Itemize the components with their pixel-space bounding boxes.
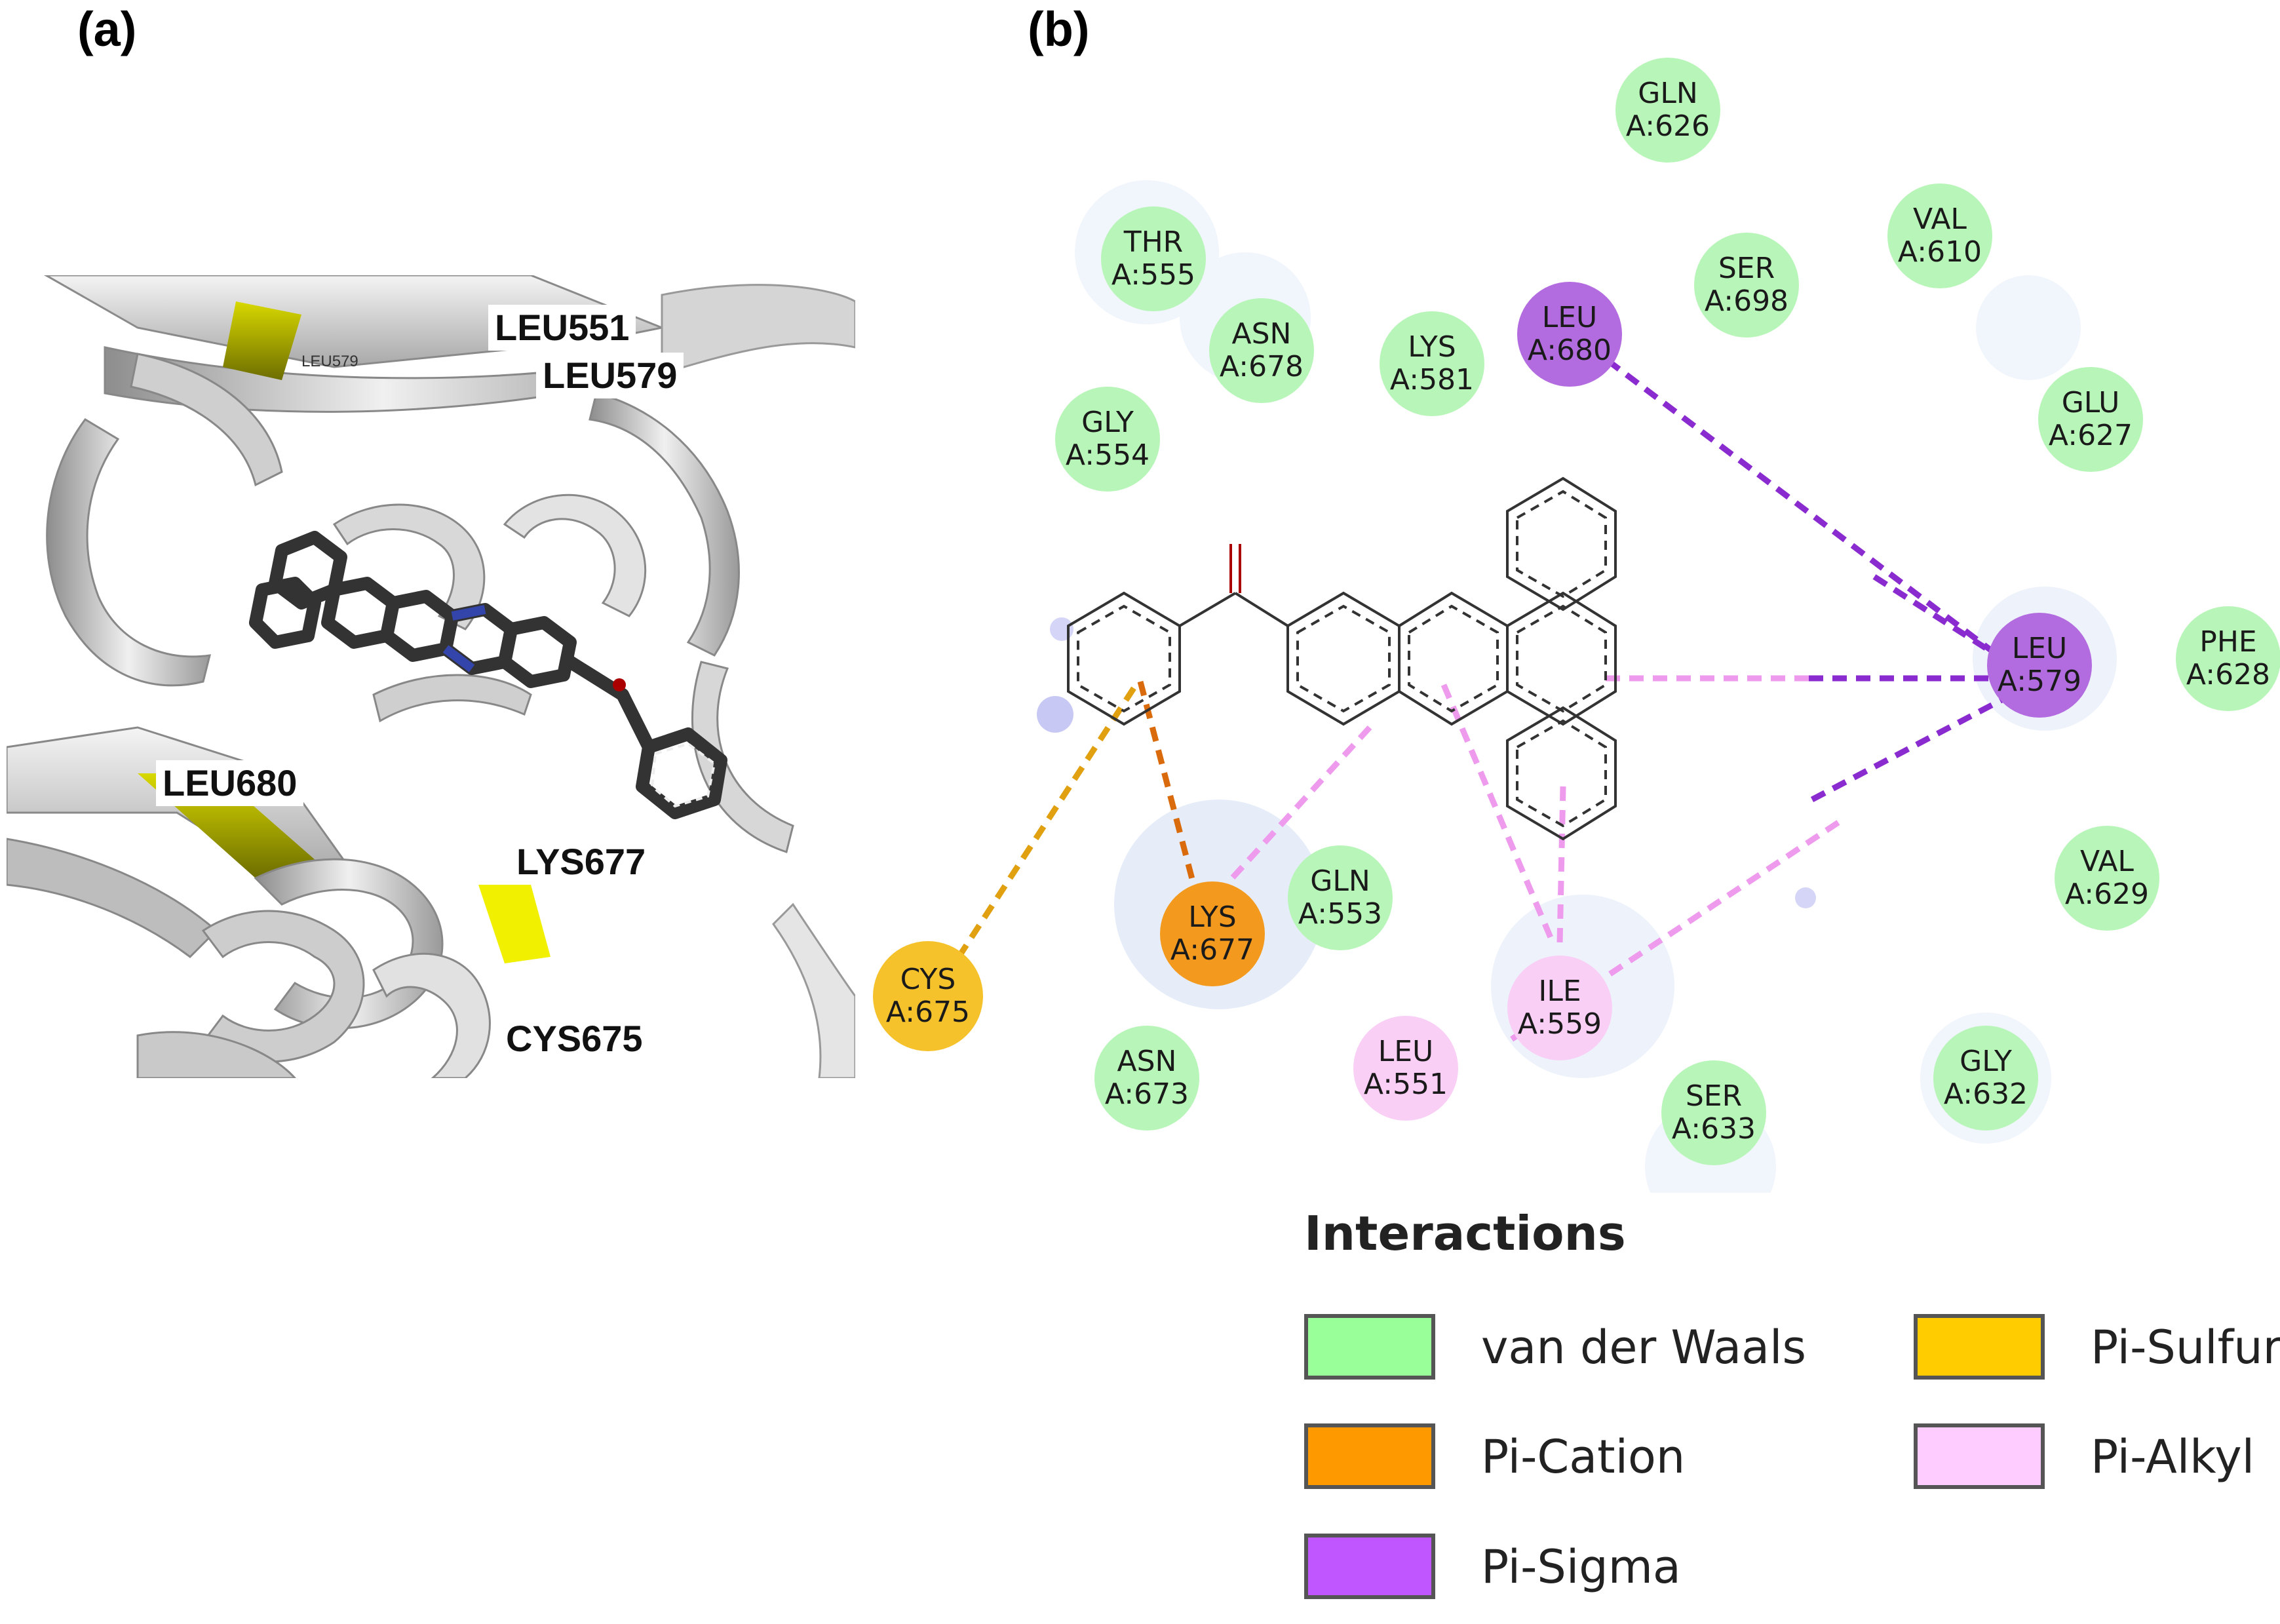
residue-halo bbox=[1976, 275, 2081, 380]
ligand-ring-inner bbox=[650, 742, 716, 808]
ribbon-strand-yellow bbox=[223, 301, 301, 380]
pi-sigma-line bbox=[1606, 358, 2004, 661]
label-leu680: LEU680 bbox=[156, 760, 304, 806]
label-lys677: LYS677 bbox=[510, 839, 653, 885]
ribbon-coil bbox=[691, 661, 794, 853]
ligand-sticks bbox=[249, 531, 727, 819]
legend-title: Interactions bbox=[1304, 1206, 1626, 1261]
ribbon-strand bbox=[7, 838, 218, 958]
label-leu579-small: LEU579 bbox=[301, 353, 358, 370]
ribbon-helix bbox=[332, 503, 486, 630]
label-leu551: LEU551 bbox=[488, 305, 636, 351]
ligand-nitrogen bbox=[451, 605, 486, 621]
panel-b-label: (b) bbox=[1028, 2, 1090, 56]
legend-label: Pi-Alkyl bbox=[2091, 1430, 2255, 1484]
ribbon-helix bbox=[372, 952, 491, 1078]
legend-swatch bbox=[1914, 1314, 2045, 1380]
legend-item-van-der-waals: van der Waals bbox=[1304, 1314, 1828, 1386]
interactions-legend: Interactions van der Waals Pi-Cation Pi-… bbox=[1304, 1206, 2280, 1619]
ribbon-coil bbox=[772, 902, 855, 1078]
pi-alkyl-line bbox=[1556, 786, 1566, 944]
label-leu579: LEU579 bbox=[536, 353, 684, 398]
protein-ribbon-view: LEU551 LEU579 LEU579 LEU680 LYS677 CYS67… bbox=[7, 275, 855, 1078]
ribbon-helix bbox=[46, 418, 211, 687]
legend-item-pi-sulfur: Pi-Sulfur bbox=[1914, 1314, 2280, 1386]
ribbon-strand-yellow bbox=[478, 885, 551, 963]
ribbon-helix bbox=[503, 493, 647, 617]
legend-item-pi-cation: Pi-Cation bbox=[1304, 1423, 1828, 1496]
ribbon-helix bbox=[589, 392, 740, 657]
legend-item-pi-sigma: Pi-Sigma bbox=[1304, 1534, 1828, 1606]
legend-swatch bbox=[1304, 1314, 1435, 1380]
ligand-structure bbox=[1067, 476, 1617, 841]
ribbon-strand bbox=[661, 284, 855, 376]
ligand-nitrogen bbox=[442, 645, 475, 672]
ribbon-illustration bbox=[7, 275, 855, 1078]
legend-label: van der Waals bbox=[1481, 1321, 1806, 1374]
legend-swatch bbox=[1304, 1534, 1435, 1599]
pi-alkyl-line bbox=[1229, 725, 1372, 881]
ribbon-helix bbox=[130, 353, 283, 487]
legend-label: Pi-Sigma bbox=[1481, 1540, 1681, 1594]
label-cys675: CYS675 bbox=[499, 1016, 649, 1062]
ligand-oxygen bbox=[613, 678, 626, 691]
legend-swatch bbox=[1914, 1423, 2045, 1489]
pi-sulfur-line bbox=[948, 686, 1136, 972]
ribbon-coil bbox=[372, 674, 532, 723]
ribbon-strand bbox=[136, 1031, 297, 1078]
atom-glow bbox=[1037, 696, 1073, 733]
pi-sigma-line bbox=[1872, 574, 2004, 661]
atom-glow bbox=[1795, 887, 1816, 908]
legend-label: Pi-Cation bbox=[1481, 1430, 1686, 1484]
panel-a-label: (a) bbox=[77, 2, 137, 56]
legend-label: Pi-Sulfur bbox=[2091, 1321, 2280, 1374]
pi-cation-line bbox=[1137, 680, 1196, 883]
legend-swatch bbox=[1304, 1423, 1435, 1489]
atom-glow bbox=[1050, 617, 1073, 641]
legend-item-pi-alkyl: Pi-Alkyl bbox=[1914, 1423, 2274, 1496]
pi-sigma-line bbox=[1810, 695, 2007, 802]
